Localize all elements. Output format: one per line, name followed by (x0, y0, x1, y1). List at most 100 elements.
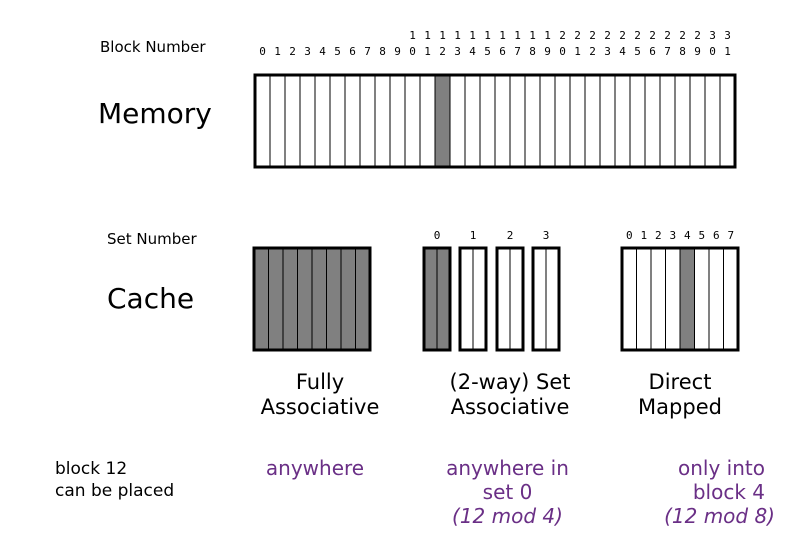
memory-block (374, 74, 391, 168)
memory-block-number-tens: 1 (499, 29, 506, 42)
memory-block-number-tens: 3 (724, 29, 731, 42)
memory-block-number-tens: 1 (544, 29, 551, 42)
set-way-block (545, 247, 560, 351)
memory-block (644, 74, 661, 168)
cache-label: Cache (107, 282, 195, 315)
memory-block (479, 74, 496, 168)
memory-block-number-units: 0 (709, 45, 716, 58)
set-outline (422, 246, 452, 352)
memory-block-number-units: 6 (499, 45, 506, 58)
placement-label-line1: block 12 (55, 459, 128, 479)
memory-block (524, 74, 541, 168)
direct-mapped-block (723, 247, 739, 351)
direct-mapped-block (621, 247, 637, 351)
direct-mapped-block-number: 7 (727, 229, 735, 242)
direct-mapped-block-number: 5 (698, 229, 706, 242)
direct-mapped-block-number: 0 (625, 229, 633, 242)
memory-block-number-units: 5 (334, 45, 341, 58)
memory-block (569, 74, 586, 168)
direct-mapped-block (665, 247, 681, 351)
set-outline (458, 246, 488, 352)
memory-block-number-units: 1 (424, 45, 431, 58)
memory-block (359, 74, 376, 168)
set-way-block (436, 247, 451, 351)
memory-block-number-units: 8 (529, 45, 536, 58)
fully-caption-line1: Fully (295, 370, 345, 394)
memory-label: Memory (98, 97, 212, 130)
memory-block (554, 74, 571, 168)
memory-block-number-tens: 1 (484, 29, 491, 42)
set-number-label: Set Number (107, 230, 197, 248)
direct-mapped-block-number: 3 (669, 229, 677, 242)
memory-block (269, 74, 286, 168)
memory-block-number-units: 7 (514, 45, 521, 58)
memory-block-number-units: 9 (544, 45, 551, 58)
direct-mapped-block-number: 4 (683, 229, 691, 242)
set-way-block (509, 247, 524, 351)
direct-mapped-block-number: 6 (712, 229, 720, 242)
fully-associative-block (268, 247, 284, 351)
memory-block-number-tens: 2 (589, 29, 596, 42)
direct-mapped-block (694, 247, 710, 351)
memory-block-number-units: 3 (604, 45, 611, 58)
memory-block-number-tens: 1 (439, 29, 446, 42)
memory-block (539, 74, 556, 168)
memory-block-number-tens: 2 (604, 29, 611, 42)
set-placement-line1: anywhere in (446, 456, 569, 480)
memory-block (509, 74, 526, 168)
memory-block-number-units: 1 (274, 45, 281, 58)
memory-block-number-units: 7 (364, 45, 371, 58)
fully-associative-block (340, 247, 356, 351)
direct-caption-line2: Mapped (638, 395, 722, 419)
memory-block-number-units: 3 (454, 45, 461, 58)
direct-mapped-block (679, 247, 695, 351)
memory-block (449, 74, 466, 168)
memory-block (629, 74, 646, 168)
memory-block (689, 74, 706, 168)
memory-block-number-units: 6 (349, 45, 356, 58)
direct-placement: only into block 4 (12 mod 8) (625, 456, 775, 528)
memory-block-number-units: 5 (484, 45, 491, 58)
memory-block-number-units: 9 (394, 45, 401, 58)
direct-mapped-outline (620, 246, 740, 352)
memory-block-number-tens: 2 (619, 29, 626, 42)
memory-block-number-units: 0 (559, 45, 566, 58)
direct-mapped-block-number: 1 (640, 229, 648, 242)
memory-block (704, 74, 721, 168)
memory-block-number-tens: 2 (664, 29, 671, 42)
direct-mapped-block (708, 247, 724, 351)
memory-block-number-tens: 1 (424, 29, 431, 42)
set-outline (531, 246, 561, 352)
memory-block (659, 74, 676, 168)
memory-block-number-tens: 1 (409, 29, 416, 42)
memory-block-number-units: 1 (574, 45, 581, 58)
block-number-label: Block Number (100, 38, 206, 56)
memory-block (434, 74, 451, 168)
set-caption-line1: (2-way) Set (449, 370, 571, 394)
set-number-label: 1 (469, 229, 477, 242)
memory-block-number-tens: 2 (694, 29, 701, 42)
memory-block (674, 74, 691, 168)
memory-block-number-tens: 1 (529, 29, 536, 42)
memory-block-number-tens: 1 (514, 29, 521, 42)
set-associative-caption: (2-way) Set Associative (420, 370, 600, 420)
set-way-block (472, 247, 487, 351)
fully-associative-block (311, 247, 327, 351)
memory-block (389, 74, 406, 168)
set-caption-line2: Associative (450, 395, 570, 419)
memory-block-number-tens: 1 (469, 29, 476, 42)
memory-block-number-units: 3 (304, 45, 311, 58)
set-way-block (459, 247, 474, 351)
memory-block-number-units: 0 (409, 45, 416, 58)
memory-block-number-tens: 3 (709, 29, 716, 42)
fully-associative-block (282, 247, 298, 351)
fully-caption-line2: Associative (260, 395, 380, 419)
memory-block-number-tens: 2 (574, 29, 581, 42)
memory-block (599, 74, 616, 168)
memory-block (299, 74, 316, 168)
memory-block-number-units: 2 (289, 45, 296, 58)
memory-block-number-units: 9 (694, 45, 701, 58)
direct-mapped-cache (620, 246, 740, 352)
direct-placement-line2: block 4 (692, 480, 765, 504)
fully-placement: anywhere (265, 456, 365, 480)
